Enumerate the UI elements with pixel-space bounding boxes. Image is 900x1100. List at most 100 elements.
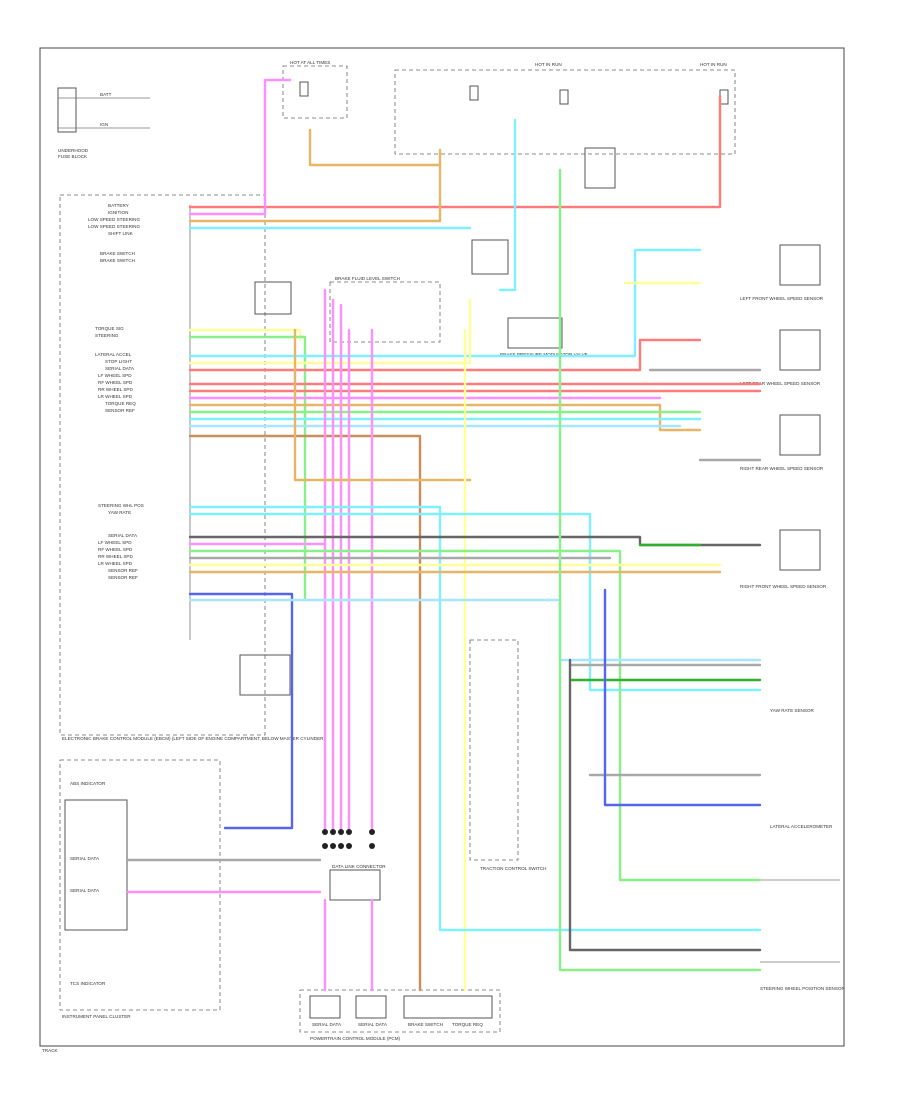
pcm-box	[299, 989, 501, 1033]
module-label: STEERING WHEEL POSITION SENSOR	[760, 986, 846, 991]
pin-label: RR WHEEL SPD	[98, 554, 133, 559]
pin-label: SENSOR REF	[108, 568, 138, 573]
pcm-block-label: TORQUE REQ	[452, 1022, 483, 1027]
module-label: LATERAL ACCELEROMETER	[770, 824, 833, 829]
rf-sensor-box	[779, 529, 821, 571]
page-mark: TRACK	[42, 1048, 59, 1053]
wire-blue	[603, 588, 762, 807]
data-link-label: DATA LINK CONNECTOR	[332, 864, 386, 869]
ign-label-1: BATT	[100, 92, 112, 97]
wire-cyan	[188, 248, 702, 358]
pin-label: LR WHEEL SPD	[98, 394, 133, 399]
wire-green	[558, 168, 762, 972]
pin-label: SENSOR REF	[105, 408, 135, 413]
wire-darkgray	[568, 658, 762, 952]
ic-pin: SERIAL DATA	[70, 856, 100, 861]
rr-sensor-box	[779, 414, 821, 456]
pin-label: RF WHEEL SPD	[98, 380, 133, 385]
traction-label: TRACTION CONTROL SWITCH	[480, 866, 546, 871]
wire-green	[188, 549, 762, 882]
ic-box	[59, 759, 221, 1011]
pin-label: YAW RATE	[108, 510, 131, 515]
wires	[126, 78, 762, 992]
pin-label: BATTERY	[108, 203, 129, 208]
pcm-block-label: SERIAL DATA	[358, 1022, 388, 1027]
brake-pedal-switch	[239, 654, 291, 696]
wire-tan	[308, 128, 442, 167]
pin-label: SERIAL DATA	[105, 366, 135, 371]
pin-label: SERIAL DATA	[108, 533, 138, 538]
relay-box	[584, 147, 616, 189]
brake-switch-box	[254, 281, 292, 315]
wire-cyan	[188, 505, 762, 932]
pin-label: RR WHEEL SPD	[98, 387, 133, 392]
left-pin-labels: BATTERY IGNITION LOW SPEED STEERING LOW …	[88, 203, 144, 580]
sensor-label: RIGHT REAR WHEEL SPEED SENSOR	[740, 466, 824, 471]
wire-cyan	[188, 512, 762, 692]
wire-lightblue	[188, 598, 762, 662]
pin-label: IGNITION	[108, 210, 128, 215]
sensor-label: LEFT FRONT WHEEL SPEED SENSOR	[740, 296, 824, 301]
pin-label: TORQUE REQ	[105, 401, 136, 406]
ignition-switch-block: BATT IGN UNDERHOOD FUSE BLOCK	[57, 87, 150, 159]
outer-frame	[39, 47, 845, 1047]
wheel-speed-sensors: LEFT FRONT WHEEL SPEED SENSOR LEFT REAR …	[740, 244, 827, 589]
pcm-block-label: SERIAL DATA	[312, 1022, 342, 1027]
pin-label: LR WHEEL SPD	[98, 561, 133, 566]
module-label: YAW RATE SENSOR	[770, 708, 814, 713]
pin-label: STOP LIGHT	[105, 359, 132, 364]
pin-label: LF WHEEL SPD	[98, 540, 132, 545]
top-label-1: HOT AT ALL TIMES	[290, 60, 330, 65]
fuse-box-2	[394, 69, 736, 155]
pin-label: RF WHEEL SPD	[98, 547, 133, 552]
top-fuses	[299, 81, 729, 105]
pcm-block-label: BRAKE SWITCH	[408, 1022, 443, 1027]
ic-label: INSTRUMENT PANEL CLUSTER	[62, 1014, 131, 1019]
pin-label: BRAKE SWITCH	[100, 251, 135, 256]
traction-switch-box	[469, 639, 519, 861]
wire-tan	[188, 148, 442, 223]
wire-yellow	[188, 328, 302, 342]
wire-blue	[188, 592, 294, 830]
wire-tan	[188, 403, 702, 432]
pcm-label: POWERTRAIN CONTROL MODULE (PCM)	[310, 1036, 401, 1041]
sensor-box	[471, 239, 509, 275]
pin-label: BRAKE SWITCH	[100, 258, 135, 263]
ebcm-note: ELECTRONIC BRAKE CONTROL MODULE (EBCM) (…	[62, 736, 325, 741]
ic-pin: SERIAL DATA	[70, 888, 100, 893]
pin-label: SHIFT LINK	[108, 231, 134, 236]
lf-sensor-box	[779, 244, 821, 286]
ign-label-2: IGN	[100, 122, 108, 127]
pin-label: TORQUE SIG	[95, 326, 124, 331]
sensor-label: LEFT REAR WHEEL SPEED SENSOR	[740, 381, 821, 386]
pin-label: STEERING WHL POS	[98, 503, 144, 508]
brake-module-label: BRAKE FLUID LEVEL SWITCH	[335, 276, 400, 281]
wire-brown	[188, 434, 422, 992]
ebcm-box	[59, 194, 266, 736]
pin-label: SENSOR REF	[108, 575, 138, 580]
pin-label: LF WHEEL SPD	[98, 373, 132, 378]
pressure-label: BRAKE PRESSURE MODULATOR VALVE	[500, 352, 588, 357]
pin-label: LOW SPEED STEERING	[88, 224, 140, 229]
wire-red	[188, 94, 722, 209]
wire-green	[188, 335, 307, 602]
svg-text:FUSE BLOCK: FUSE BLOCK	[58, 154, 88, 159]
wire-red	[188, 338, 702, 372]
pressure-box	[507, 317, 563, 349]
pin-label: LATERAL ACCEL	[95, 352, 132, 357]
ic-pin: ABS INDICATOR	[70, 781, 106, 786]
wire-tan	[293, 328, 472, 482]
pcm-blocks: SERIAL DATA SERIAL DATA BRAKE SWITCH TOR…	[309, 995, 493, 1027]
pin-label: STEERING	[95, 333, 119, 338]
ic-inner-box	[64, 799, 128, 931]
ic-pin: TCS INDICATOR	[70, 981, 106, 986]
data-link-box	[329, 869, 381, 901]
wire-pink	[188, 78, 292, 216]
right-modules: YAW RATE SENSOR LATERAL ACCELEROMETER ST…	[760, 708, 846, 991]
wire-cyan	[498, 118, 517, 292]
connector-dots	[322, 829, 375, 849]
top-label-3: HOT IN RUN	[700, 62, 727, 67]
ign-note: UNDERHOOD	[58, 148, 89, 153]
wire-yellow	[188, 298, 472, 365]
